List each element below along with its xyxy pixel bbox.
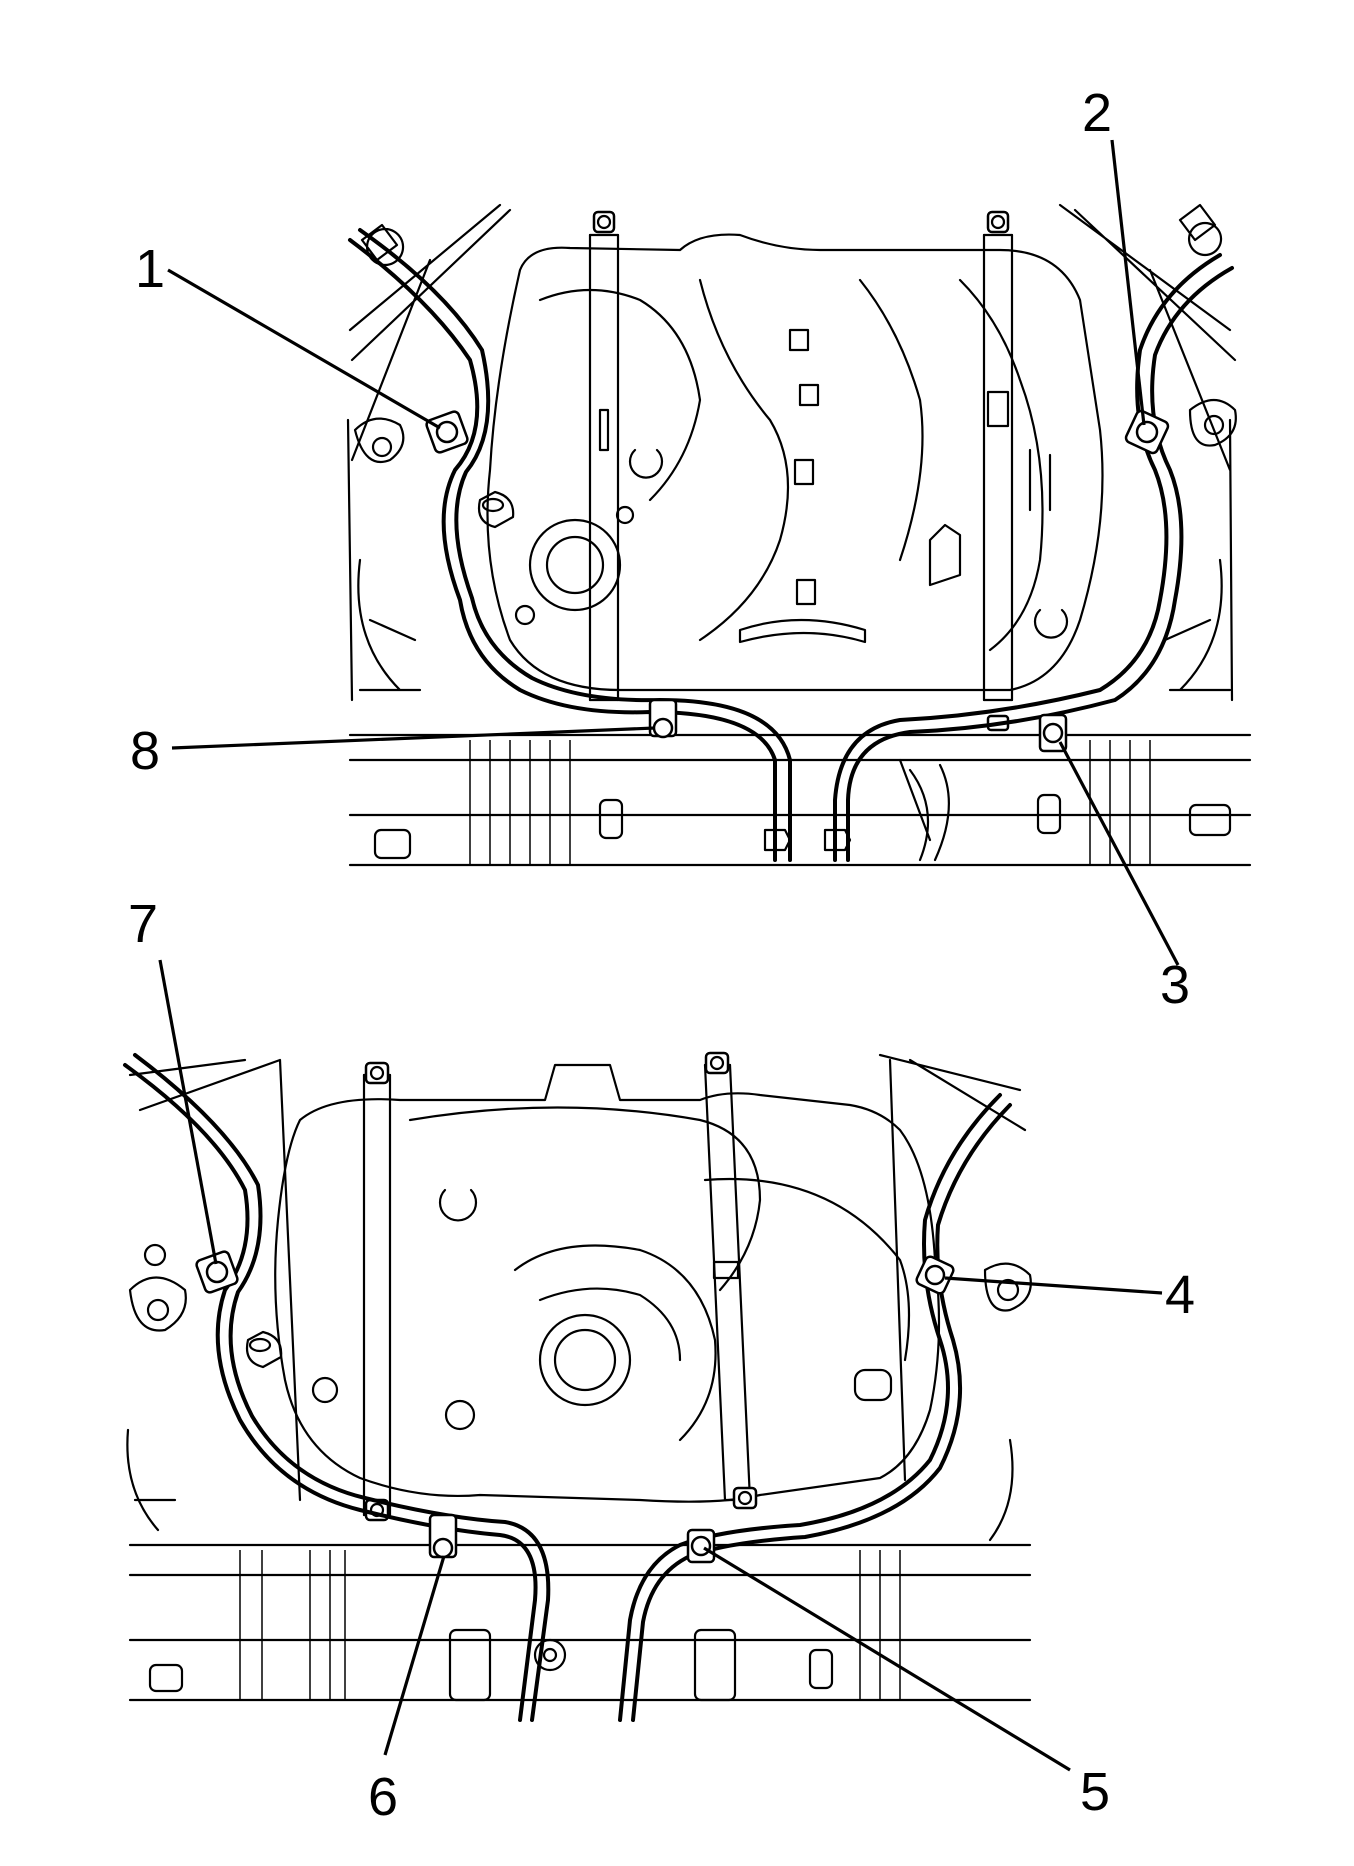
callout-5: 5 bbox=[1080, 1762, 1110, 1822]
retainer-clip-1 bbox=[425, 410, 469, 454]
retainer-clip-5 bbox=[686, 1528, 716, 1564]
retainer-clip-7 bbox=[195, 1250, 239, 1294]
retainer-clip-3 bbox=[1038, 713, 1068, 753]
retainer-clip-4 bbox=[915, 1255, 955, 1295]
callout-7: 7 bbox=[128, 894, 158, 954]
callout-4: 4 bbox=[1165, 1265, 1195, 1325]
upper-underbody-view bbox=[167, 139, 1252, 966]
retainer-clip-2 bbox=[1124, 409, 1170, 455]
lower-underbody-view bbox=[123, 959, 1163, 1772]
callout-8: 8 bbox=[130, 721, 160, 781]
callout-3: 3 bbox=[1160, 955, 1190, 1015]
callout-6: 6 bbox=[368, 1767, 398, 1827]
callout-1: 1 bbox=[135, 239, 165, 299]
retainer-clip-8 bbox=[648, 698, 678, 739]
callout-2: 2 bbox=[1082, 83, 1112, 143]
retainer-clip-6 bbox=[428, 1513, 458, 1559]
